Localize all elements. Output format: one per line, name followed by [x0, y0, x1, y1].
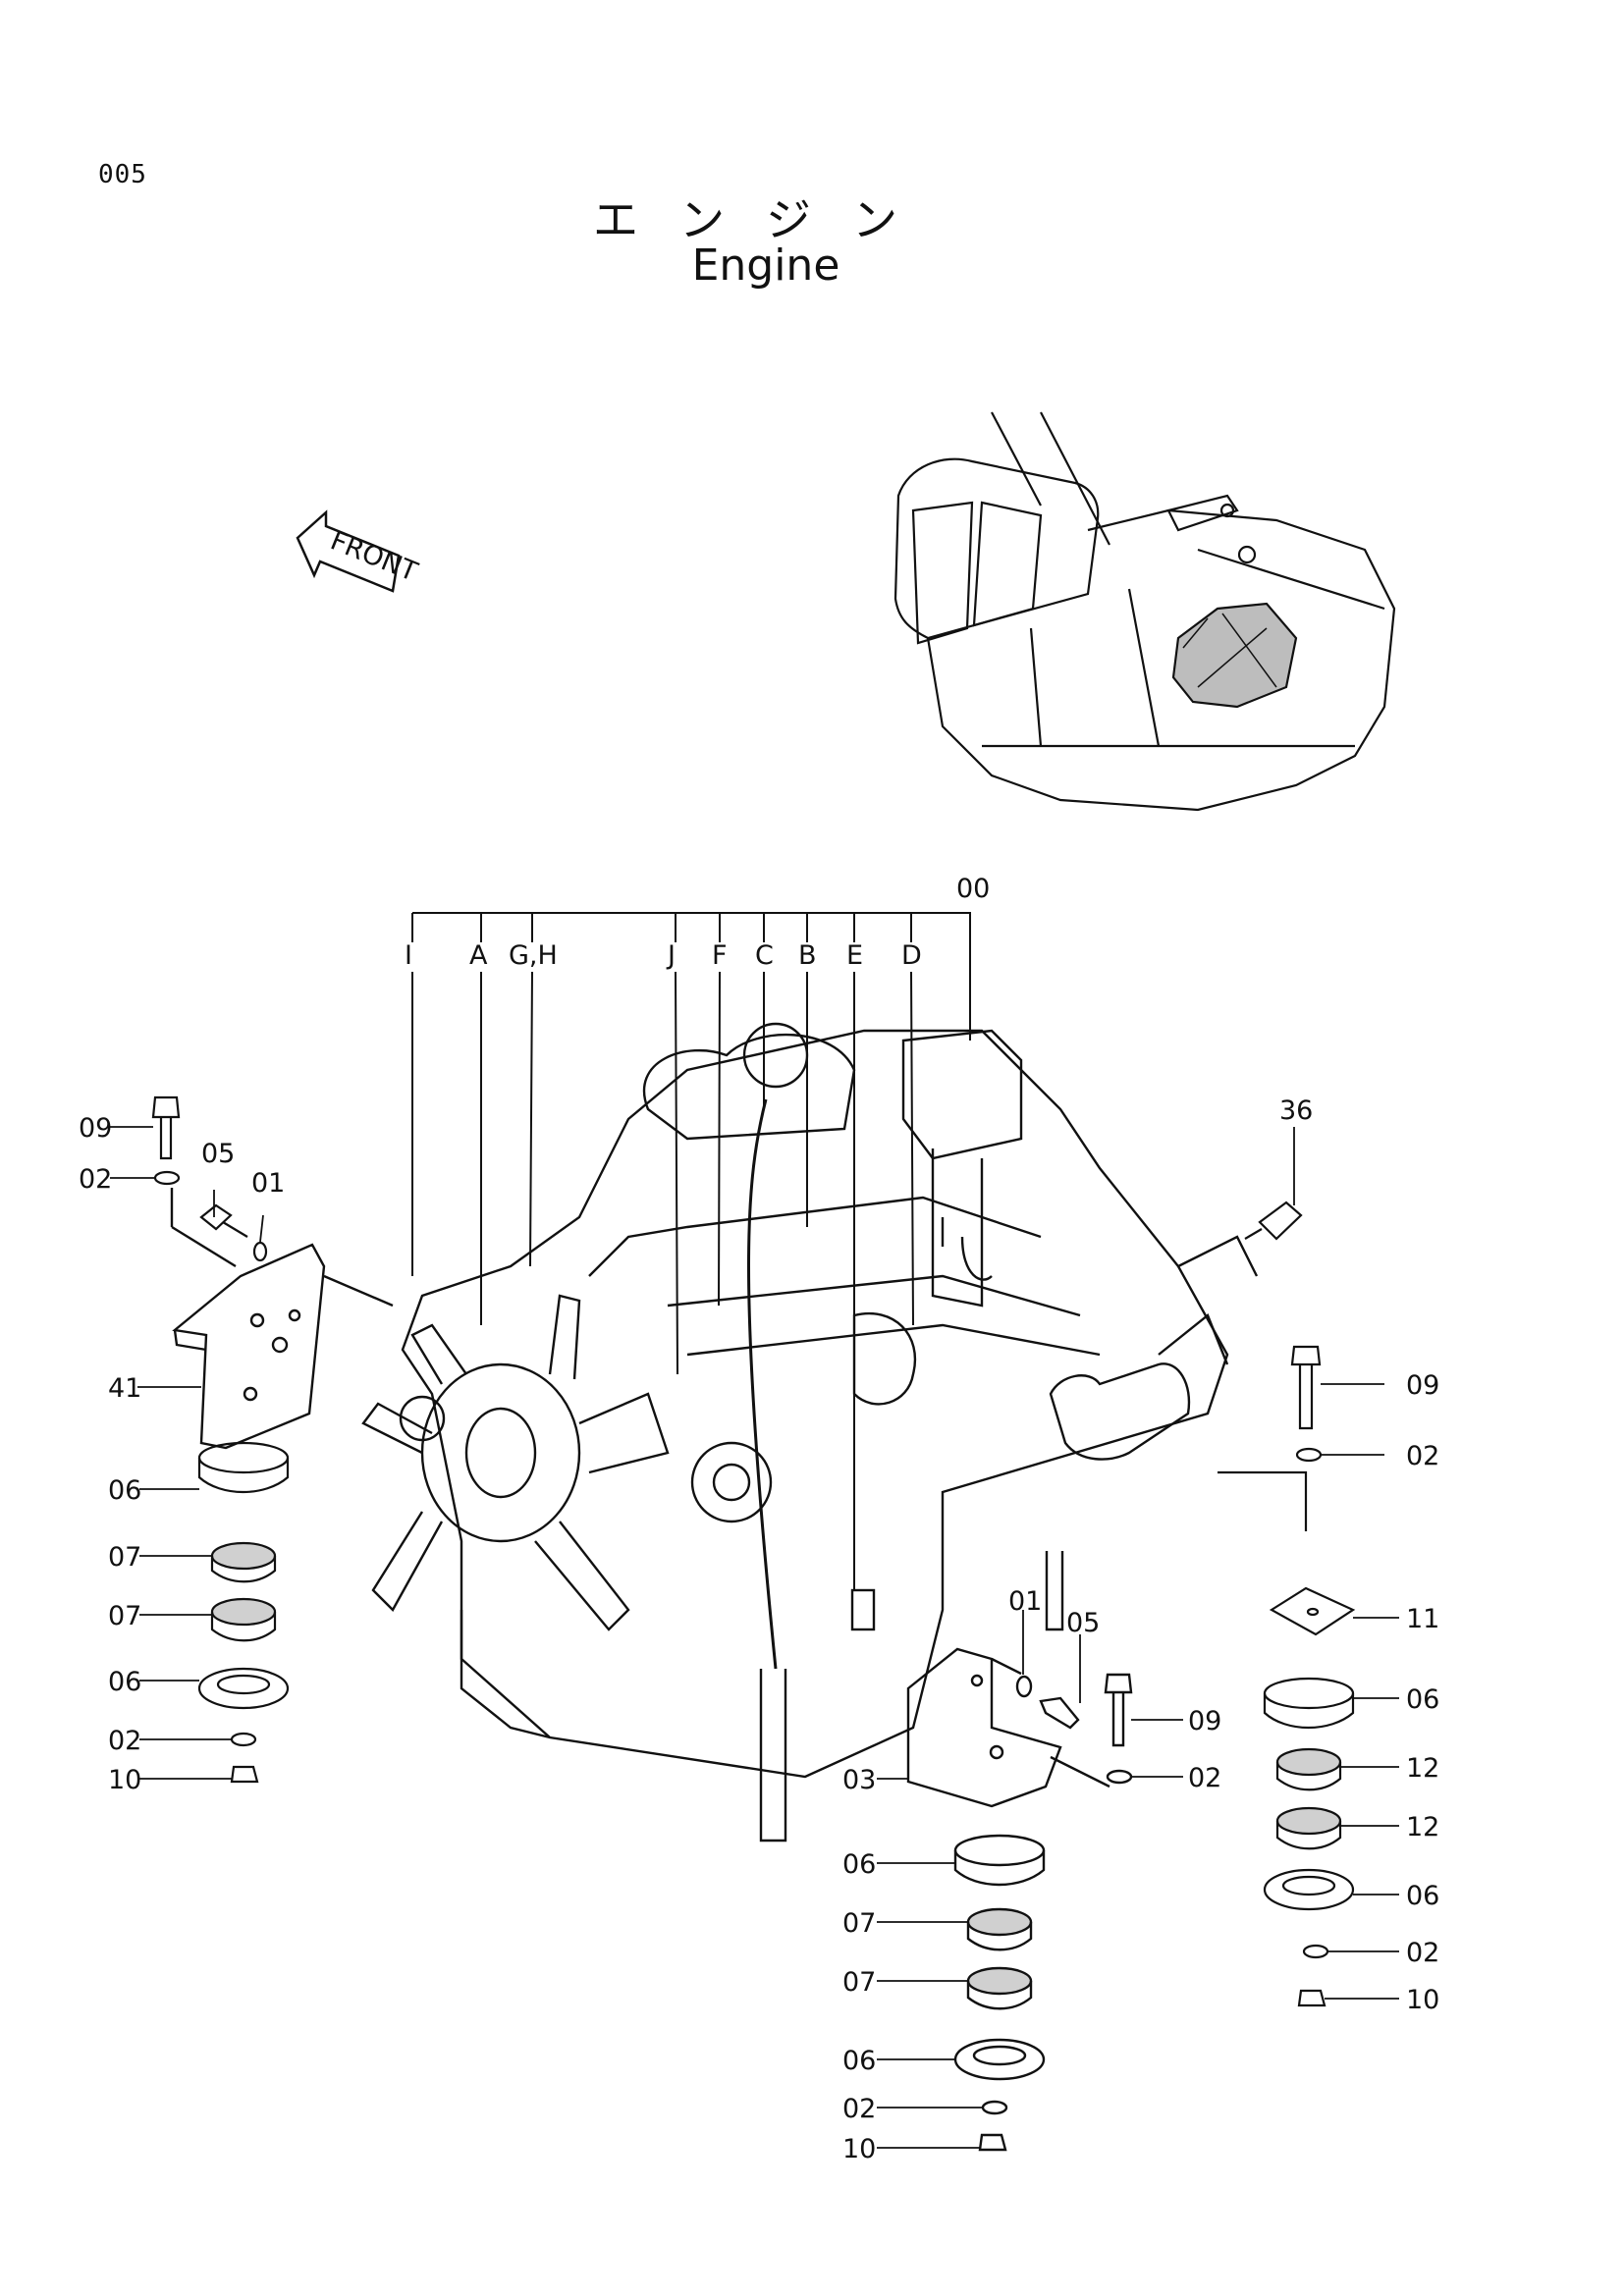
- page-title: Engine: [691, 240, 840, 291]
- engine-letter-label: D: [901, 940, 922, 971]
- right-mount-hardware: [1218, 1201, 1356, 2007]
- bolt-icon: [1039, 1696, 1080, 1730]
- assembly-bracket-lines: [411, 912, 971, 1590]
- bolt-icon: [1290, 1345, 1322, 1430]
- part-callout: 10: [108, 1765, 141, 1795]
- part-callout: 03: [842, 1765, 876, 1795]
- part-callout: 07: [108, 1542, 141, 1573]
- page-title-japanese: エンジン: [593, 193, 939, 246]
- part-callout: 02: [108, 1726, 141, 1756]
- part-callout: 02: [79, 1164, 112, 1195]
- engine-location-highlight-icon: [1171, 602, 1298, 709]
- bolt-icon: [1244, 1201, 1303, 1241]
- part-callout: 05: [1066, 1608, 1100, 1638]
- part-callout: 02: [842, 2094, 876, 2124]
- engine-letter-label: G,H: [509, 940, 558, 971]
- bolt-icon: [151, 1095, 181, 1160]
- engine-letter-label: I: [405, 940, 412, 971]
- part-callout: 07: [842, 1967, 876, 1998]
- engine-letter-label: A: [469, 940, 488, 971]
- page-number: 005: [98, 160, 147, 189]
- part-callout: 07: [108, 1601, 141, 1631]
- part-callout: 06: [108, 1475, 141, 1506]
- part-callout: 41: [108, 1373, 141, 1404]
- engine-letter-labels: I A G,H J F C B E D 00: [405, 874, 990, 971]
- front-arrow-label: FRONT: [326, 525, 422, 587]
- part-callout: 06: [842, 1849, 876, 1880]
- part-callout: 10: [1406, 1985, 1439, 2015]
- right-lower-callouts: 06 12 12 06 02 10: [1406, 1684, 1439, 2015]
- left-mount-hardware: [151, 1095, 290, 1784]
- engine-letter-label: F: [712, 940, 728, 971]
- part-callout: 07: [842, 1908, 876, 1939]
- engine-letter-label: C: [755, 940, 774, 971]
- part-callout: 01: [1008, 1586, 1042, 1617]
- center-bracket-callouts: 01 05 09 03 02: [842, 1586, 1221, 1795]
- callout-leader-lines: [110, 1126, 1399, 2149]
- engine-letter-label: J: [666, 940, 676, 971]
- assembly-callout: 00: [956, 874, 990, 904]
- part-callout: 36: [1279, 1095, 1313, 1126]
- part-callout: 12: [1406, 1812, 1439, 1842]
- part-callout: 06: [1406, 1684, 1439, 1715]
- part-callout: 06: [1406, 1881, 1439, 1911]
- center-mount-bracket: [906, 1647, 1133, 2152]
- part-callout: 09: [79, 1113, 112, 1144]
- part-callout: 12: [1406, 1753, 1439, 1784]
- bolt-icon: [1104, 1673, 1133, 1747]
- center-stack-callouts: 06 07 07 06 02 10: [842, 1849, 876, 2164]
- part-callout: 06: [108, 1667, 141, 1697]
- left-mount-bracket: [170, 1188, 394, 1450]
- part-callout: 01: [251, 1168, 285, 1199]
- part-callout: 10: [842, 2134, 876, 2164]
- part-callout: 09: [1188, 1706, 1221, 1736]
- part-callout: 05: [201, 1139, 235, 1169]
- engine-letter-label: E: [846, 940, 863, 971]
- nut-icon: [1297, 1989, 1326, 2007]
- part-callout: 11: [1406, 1604, 1439, 1634]
- left-mount-callouts: 09 02 05 01 41 06 07 07 06 02 10: [79, 1113, 285, 1795]
- part-callout: 09: [1406, 1370, 1439, 1401]
- nut-icon: [230, 1765, 259, 1784]
- front-arrow-icon: FRONT: [296, 509, 422, 593]
- part-callout: 02: [1188, 1763, 1221, 1793]
- nut-icon: [978, 2133, 1007, 2152]
- part-callout: 02: [1406, 1441, 1439, 1471]
- bolt-icon: [199, 1203, 248, 1238]
- right-upper-callouts: 36 09 02 11: [1279, 1095, 1439, 1634]
- part-callout: 06: [842, 2046, 876, 2076]
- excavator-overview-illustration: [893, 411, 1396, 812]
- engine-letter-label: B: [798, 940, 817, 971]
- part-callout: 02: [1406, 1938, 1439, 1968]
